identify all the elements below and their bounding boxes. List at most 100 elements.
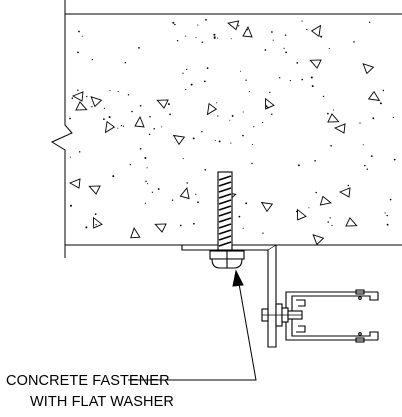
aggregate-dot: [85, 226, 88, 229]
aggregate-dot: [213, 33, 216, 36]
aggregate-triangle: [367, 90, 381, 102]
aggregate-dot: [145, 180, 147, 183]
aggregate-dot: [362, 144, 364, 146]
aggregate-dot: [185, 89, 187, 91]
aggregate-dot: [332, 109, 334, 111]
aggregate-dot: [238, 25, 240, 27]
aggregate-dot: [279, 77, 281, 79]
concrete-aggregate-hatch: [68, 20, 381, 246]
aggregate-dot: [204, 168, 207, 171]
aggregate-dot: [364, 164, 366, 167]
aggregate-dot: [185, 35, 187, 37]
aggregate-dot: [386, 223, 389, 226]
thread-line: [218, 223, 232, 229]
aggregate-dot: [251, 162, 253, 165]
aggregate-dot: [103, 107, 106, 109]
aggregate-dot: [91, 106, 93, 108]
aggregate-triangle: [260, 201, 274, 213]
aggregate-dot: [251, 143, 254, 146]
aggregate-triangle: [338, 187, 351, 198]
aggregate-dot: [217, 37, 219, 39]
aggregate-dot: [157, 188, 160, 190]
aggregate-dot: [392, 116, 394, 119]
aggregate-dot: [289, 80, 291, 82]
aggregate-dot: [266, 106, 269, 109]
aggregate-dot: [269, 91, 271, 94]
aggregate-dot: [330, 145, 332, 147]
thread-line: [218, 181, 232, 187]
thread-line: [218, 241, 232, 247]
aggregate-dot: [372, 117, 375, 120]
aggregate-dot: [171, 199, 174, 201]
aggregate-triangle: [206, 102, 218, 116]
aggregate-dot: [245, 202, 248, 205]
aggregate-dot: [127, 94, 130, 96]
aggregate-dot: [329, 217, 331, 219]
concrete-aggregate-dots: [69, 19, 396, 234]
flat-washer-icon: [209, 250, 245, 269]
aggregate-dot: [366, 168, 369, 170]
aggregate-dot: [186, 182, 188, 184]
aggregate-dot: [230, 142, 232, 144]
aggregate-triangle: [172, 134, 186, 146]
aggregate-dot: [331, 224, 333, 227]
aggregate-dot: [384, 212, 386, 214]
aggregate-triangle: [154, 223, 167, 233]
aggregate-dot: [370, 155, 373, 158]
aggregate-dot: [248, 91, 250, 93]
aggregate-dot: [153, 128, 155, 130]
aggregate-dot: [216, 102, 218, 104]
aggregate-dot: [308, 207, 310, 209]
thread-line: [218, 217, 232, 223]
aggregate-dot: [327, 112, 329, 115]
thread-line: [218, 193, 232, 199]
aggregate-dot: [169, 113, 171, 116]
aggregate-triangle: [71, 91, 84, 102]
aggregate-dot: [284, 34, 287, 36]
aggregate-dot: [195, 36, 197, 38]
aggregate-triangle: [75, 101, 88, 111]
aggregate-dot: [109, 90, 111, 92]
aggregate-dot: [139, 147, 142, 150]
aggregate-triangle: [297, 208, 307, 221]
angle-bracket: [181, 244, 277, 348]
aggregate-dot: [382, 89, 385, 92]
aggregate-dot: [197, 24, 199, 26]
aggregate-dot: [129, 163, 131, 166]
aggregate-dot: [77, 89, 79, 91]
aggregate-dot: [285, 51, 287, 54]
aggregate-dot: [265, 105, 268, 108]
aggregate-dot: [206, 67, 209, 69]
aggregate-triangle: [362, 63, 375, 75]
aggregate-dot: [322, 95, 325, 98]
aggregate-dot: [167, 103, 170, 106]
aggregate-dot: [69, 156, 71, 158]
aggregate-dot: [393, 158, 396, 161]
aggregate-dot: [301, 20, 303, 22]
aggregate-dot: [147, 183, 149, 185]
thread-line: [218, 175, 232, 181]
aggregate-dot: [242, 227, 244, 229]
aggregate-dot: [242, 134, 244, 137]
aggregate-dot: [117, 90, 119, 92]
aggregate-triangle: [68, 178, 81, 189]
aggregate-triangle: [156, 99, 169, 109]
hex-bolt-icon: [261, 303, 303, 327]
aggregate-dot: [146, 167, 148, 169]
aggregate-dot: [190, 83, 193, 86]
aggregate-dot: [231, 114, 234, 117]
aggregate-dot: [301, 78, 303, 81]
thread-line: [218, 211, 232, 217]
aggregate-triangle: [312, 234, 325, 246]
aggregate-dot: [271, 113, 273, 115]
aggregate-dot: [91, 58, 94, 61]
aggregate-dot: [230, 38, 232, 40]
aggregate-dot: [172, 21, 175, 24]
aggregate-dot: [253, 126, 255, 128]
aggregate-dot: [149, 116, 151, 118]
aggregate-dot: [77, 51, 79, 54]
aggregate-dot: [139, 104, 142, 107]
aggregate-dot: [193, 222, 195, 225]
aggregate-dot: [86, 95, 88, 98]
aggregate-dot: [347, 184, 350, 187]
